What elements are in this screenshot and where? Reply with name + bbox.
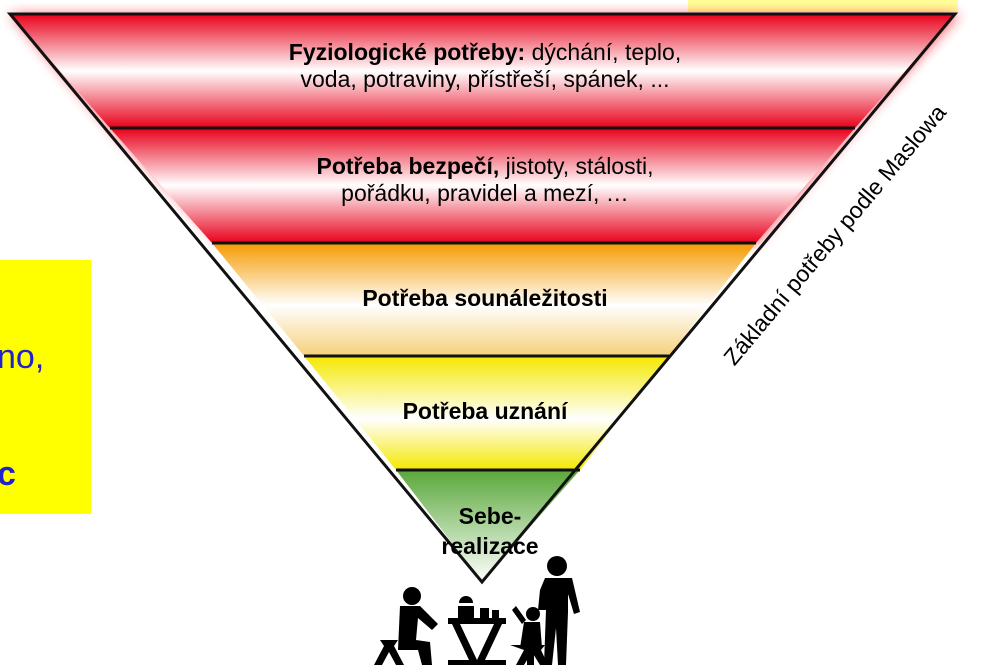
tier-physiological-line2: voda, potraviny, přístřeší, spánek, ... — [300, 66, 670, 92]
tier-belonging-title: Potřeba sounáležitosti — [362, 285, 608, 311]
side-note-box — [0, 260, 91, 514]
tier-physiological-title: Fyziologické potřeby: — [288, 39, 526, 65]
tier-safety-label: Potřeba bezpečí, jistoty, stálosti, pořá… — [220, 153, 750, 207]
tier-esteem-label: Potřeba uznání — [340, 398, 630, 425]
side-note-line1: no, — [0, 338, 45, 376]
tier-belonging — [212, 243, 756, 356]
tier-physiological-label: Fyziologické potřeby: dýchání, teplo, vo… — [160, 39, 810, 93]
family-picnic-icon — [374, 556, 580, 665]
tier-safety — [110, 128, 855, 243]
tier-physiological-text: dýchání, teplo, — [525, 39, 682, 65]
tier-belonging-label: Potřeba sounáležitosti — [290, 285, 680, 312]
tier-esteem — [304, 356, 669, 470]
tier-safety-title: Potřeba bezpečí, — [316, 153, 500, 179]
tier-self-title-line1: Sebe- — [458, 503, 522, 529]
tier-safety-line2: pořádku, pravidel a mezí, … — [341, 180, 629, 206]
tier-safety-text: jistoty, stálosti, — [499, 153, 654, 179]
tier-self-title-line2: realizace — [441, 533, 539, 559]
pyramid-outline — [6, 12, 959, 585]
tier-physiological — [10, 14, 955, 128]
tier-esteem-title: Potřeba uznání — [402, 398, 568, 424]
side-note-line2: c — [0, 455, 16, 493]
tier-self-actualization-label: Sebe- realizace — [420, 501, 560, 561]
tier-self-actualization — [396, 470, 580, 582]
top-highlight — [688, 0, 958, 12]
